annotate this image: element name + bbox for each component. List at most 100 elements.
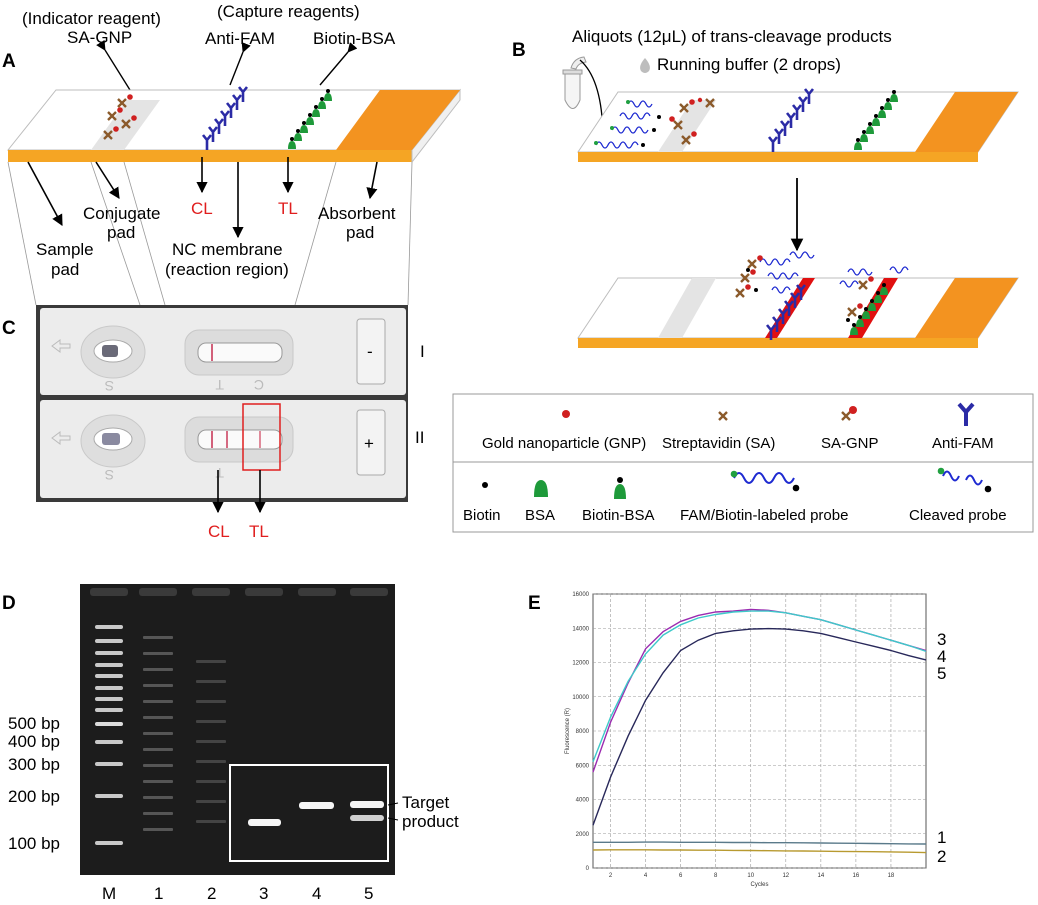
cassette-2: S T +	[40, 400, 406, 498]
capture-header: (Capture reagents)	[217, 2, 360, 21]
legend-bsa: BSA	[525, 507, 555, 524]
sample-pad-l1: Sample	[36, 240, 94, 259]
curve-label-1: 1	[937, 828, 946, 847]
gnp-icon	[562, 410, 570, 418]
legend-cleaved: Cleaved probe	[909, 507, 1007, 524]
legend-sa: Streptavidin (SA)	[662, 435, 775, 452]
y-tick-label: 14000	[572, 626, 589, 632]
row-label-2: II	[415, 428, 424, 447]
row-label-1: I	[420, 342, 425, 361]
anti-fam-icon	[957, 402, 975, 426]
lane-5-band-lower	[350, 815, 384, 821]
y-tick-label: 10000	[572, 695, 589, 701]
panel-d: D	[2, 584, 459, 903]
tube-icon	[562, 56, 587, 109]
aliquots-label: Aliquots (12μL) of trans-cleavage produc…	[572, 27, 892, 46]
panel-a: A (Indicator reagent) SA-GNP (Capture re…	[2, 2, 462, 306]
cl-label-a: CL	[191, 199, 213, 218]
nc-membrane-l2: (reaction region)	[165, 260, 289, 279]
absorbent-pad-l1: Absorbent	[318, 204, 396, 223]
marker-300: 300 bp	[8, 755, 60, 774]
y-tick-label: 2000	[576, 832, 590, 838]
panel-e: E 16000140001200010000800060004000200002…	[528, 592, 946, 888]
y-axis-label: Fluorescence (R)	[565, 708, 571, 754]
x-tick-label: 12	[782, 873, 789, 879]
sa-gnp-conjugates	[102, 94, 137, 141]
legend-gnp: Gold nanoparticle (GNP)	[482, 435, 646, 452]
panel-d-letter: D	[2, 593, 16, 614]
cassette-2-t: T	[215, 465, 224, 481]
gel-image	[80, 584, 395, 875]
probe-icon	[733, 472, 795, 484]
marker-400: 400 bp	[8, 732, 60, 751]
target-l1: Target	[402, 793, 450, 812]
x-tick-label: 14	[817, 873, 824, 879]
curve-label-2: 2	[937, 847, 946, 866]
biotin-icon	[482, 482, 488, 488]
curve-label-3: 3	[937, 630, 946, 649]
y-tick-label: 16000	[572, 592, 589, 598]
marker-100: 100 bp	[8, 834, 60, 853]
cleaved-probe-icon	[942, 470, 983, 486]
indicator-header: (Indicator reagent)	[22, 9, 161, 28]
target-highlight-box	[229, 764, 389, 862]
cl-label-c: CL	[208, 522, 230, 541]
x-tick-label: 16	[853, 873, 860, 879]
lane-5-band-upper	[350, 801, 384, 808]
curve-label-5: 5	[937, 664, 946, 683]
panel-a-letter: A	[2, 51, 16, 72]
lane-1-smear	[143, 636, 173, 831]
lane-4-band	[299, 802, 334, 809]
sample-pad-l2: pad	[51, 260, 79, 279]
bsa-icon	[534, 480, 548, 497]
lane-2-smear	[196, 660, 226, 823]
test-strip-a	[6, 88, 462, 164]
cassette-1-t: T	[215, 377, 224, 393]
nc-membrane-l1: NC membrane	[172, 240, 283, 259]
ladder-lane	[95, 625, 123, 845]
x-tick-label: 10	[747, 873, 754, 879]
curve-label-4: 4	[937, 647, 946, 666]
y-tick-label: 8000	[576, 729, 590, 735]
test-line-highlight	[242, 403, 281, 471]
legend-antifam: Anti-FAM	[932, 435, 994, 452]
lane-label-4: 4	[312, 884, 321, 903]
test-strip-b-after	[577, 251, 1019, 348]
y-tick-label: 12000	[572, 661, 589, 667]
series-line-5	[592, 627, 927, 826]
legend-biotin: Biotin	[463, 507, 501, 524]
x-tick-label: 4	[644, 873, 648, 879]
series-line-1	[593, 841, 927, 845]
lane-label-1: 1	[154, 884, 163, 903]
x-tick-label: 8	[714, 873, 718, 879]
x-tick-label: 6	[679, 873, 683, 879]
sa-gnp-label: SA-GNP	[67, 28, 132, 47]
cassette-1-c: C	[254, 377, 264, 393]
tl-label-a: TL	[278, 199, 298, 218]
lane-label-m: M	[102, 884, 116, 903]
biotin-bsa-icon	[614, 484, 626, 499]
lane-label-2: 2	[207, 884, 216, 903]
cassette-1-s: S	[105, 378, 114, 394]
lane-label-3: 3	[259, 884, 268, 903]
conjugate-pad-l2: pad	[107, 223, 135, 242]
legend: Gold nanoparticle (GNP) Streptavidin (SA…	[452, 393, 1034, 533]
buffer-label: Running buffer (2 drops)	[657, 55, 841, 74]
marker-500: 500 bp	[8, 714, 60, 733]
panel-e-letter: E	[528, 593, 541, 614]
panel-c: C S T C - I S	[2, 305, 425, 541]
marker-200: 200 bp	[8, 787, 60, 806]
legend-probe: FAM/Biotin-labeled probe	[680, 507, 848, 524]
x-tick-label: 2	[609, 873, 613, 879]
x-axis-label: Cycles	[750, 882, 768, 888]
legend-sagnp: SA-GNP	[821, 435, 879, 452]
buffer-drop-icon	[640, 58, 650, 73]
panel-c-letter: C	[2, 318, 16, 339]
legend-biotinbsa: Biotin-BSA	[582, 507, 655, 524]
cassette-2-result: +	[364, 434, 374, 453]
anti-fam-label: Anti-FAM	[205, 29, 275, 48]
y-tick-label: 0	[586, 866, 590, 872]
absorbent-pad-l2: pad	[346, 223, 374, 242]
